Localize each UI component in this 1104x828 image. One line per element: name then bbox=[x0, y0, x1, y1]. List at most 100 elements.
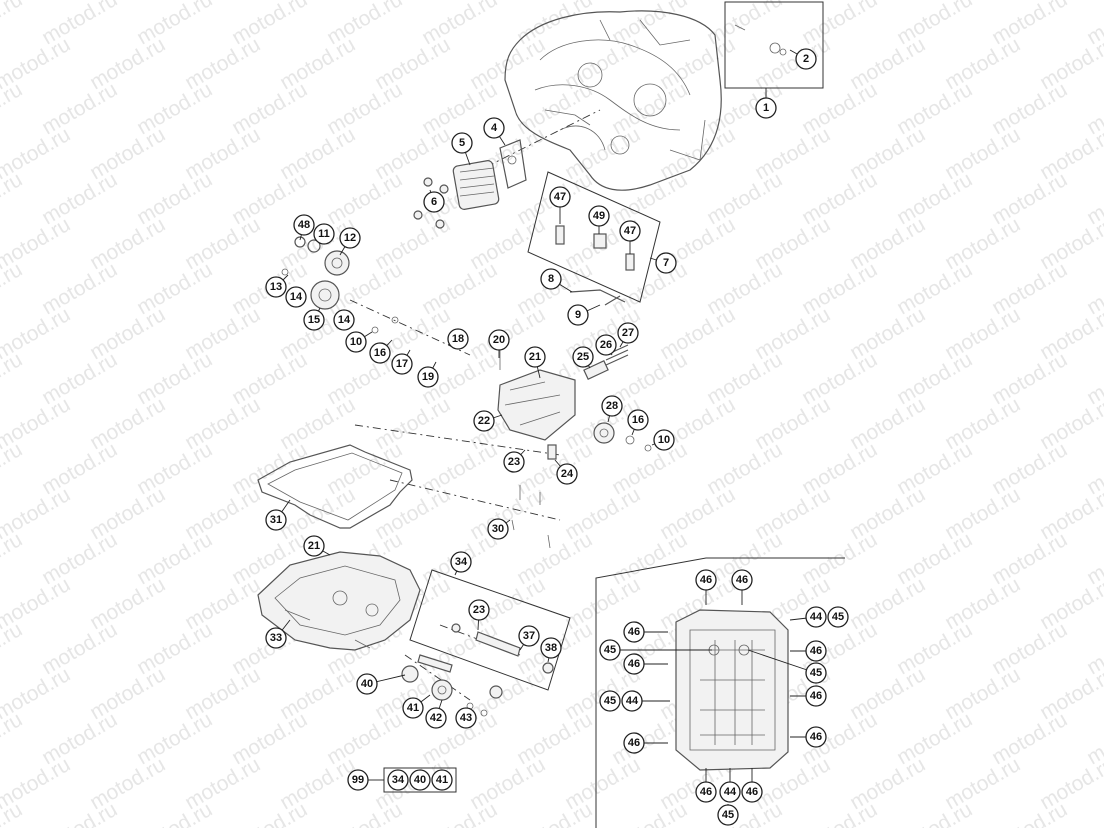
inset-box-part-34 bbox=[409, 569, 571, 691]
callout-label: 11 bbox=[318, 228, 330, 240]
oil-pan-gasket-drawing bbox=[257, 444, 413, 529]
watermark-text: motod.ru bbox=[0, 0, 26, 49]
callout-48: 48 bbox=[293, 214, 315, 236]
callout-circle bbox=[805, 685, 827, 707]
callout-label: 34 bbox=[392, 774, 405, 786]
callout-28: 28 bbox=[601, 395, 623, 417]
callout-11: 11 bbox=[313, 223, 335, 245]
watermark-text: motod.ru bbox=[0, 438, 26, 499]
callout-circle bbox=[653, 429, 675, 451]
callout-circle bbox=[473, 410, 495, 432]
callout-label: 38 bbox=[545, 642, 557, 654]
watermark-text: motod.ru bbox=[0, 168, 26, 229]
callout-45: 45 bbox=[599, 690, 621, 712]
callout-label: 47 bbox=[554, 191, 566, 203]
callout-label: 46 bbox=[810, 645, 822, 657]
callout-circle bbox=[655, 252, 677, 274]
watermark-text: motod.ru bbox=[988, 798, 1071, 828]
callout-label: 30 bbox=[492, 523, 504, 535]
callout-13: 13 bbox=[265, 276, 287, 298]
callout-1: 1 bbox=[755, 97, 777, 119]
watermark-text: motod.ru bbox=[0, 528, 26, 589]
callout-label: 19 bbox=[422, 371, 434, 383]
callout-label: 42 bbox=[430, 712, 442, 724]
callout-label: 20 bbox=[493, 334, 505, 346]
callout-21: 21 bbox=[303, 535, 325, 557]
callout-label: 44 bbox=[810, 611, 823, 623]
inset-box-part-7 bbox=[527, 171, 661, 303]
callout-16: 16 bbox=[369, 342, 391, 364]
callout-label: 46 bbox=[700, 574, 712, 586]
callout-label: 15 bbox=[308, 314, 320, 326]
callout-circle bbox=[345, 331, 367, 353]
callout-label: 23 bbox=[473, 604, 485, 616]
callout-circle bbox=[556, 463, 578, 485]
callout-circle bbox=[369, 342, 391, 364]
callout-label: 34 bbox=[455, 556, 468, 568]
callout-20: 20 bbox=[488, 329, 510, 351]
callout-circle bbox=[347, 769, 369, 791]
oil-pan-gasket-inner bbox=[267, 452, 403, 521]
watermark-text: motod.ru bbox=[703, 798, 786, 828]
callout-circle bbox=[741, 781, 763, 803]
callout-label: 46 bbox=[700, 786, 712, 798]
watermark-text: motod.ru bbox=[0, 708, 26, 769]
callout-label: 46 bbox=[628, 658, 640, 670]
callout-7: 7 bbox=[655, 252, 677, 274]
callout-circle bbox=[755, 97, 777, 119]
callout-46: 46 bbox=[623, 732, 645, 754]
callout-37: 37 bbox=[518, 625, 540, 647]
callout-circle bbox=[601, 395, 623, 417]
callout-circle bbox=[599, 690, 621, 712]
watermark-text: motod.ru bbox=[798, 798, 881, 828]
callout-circle bbox=[451, 132, 473, 154]
callout-label: 13 bbox=[270, 281, 282, 293]
callout-label: 45 bbox=[604, 644, 616, 656]
callout-circle bbox=[447, 328, 469, 350]
callout-circle bbox=[524, 346, 546, 368]
callout-circle bbox=[623, 621, 645, 643]
callout-circle bbox=[719, 781, 741, 803]
callout-22: 22 bbox=[473, 410, 495, 432]
callout-label: 46 bbox=[628, 737, 640, 749]
callout-circle bbox=[717, 804, 739, 826]
callout-45: 45 bbox=[599, 639, 621, 661]
callout-label: 12 bbox=[344, 232, 356, 244]
watermark-text: motod.ru bbox=[0, 618, 26, 679]
callout-circle bbox=[540, 268, 562, 290]
oil-cooler-drawing bbox=[413, 139, 527, 229]
callout-label: 45 bbox=[722, 809, 734, 821]
watermark-text: motod.ru bbox=[0, 258, 26, 319]
callout-12: 12 bbox=[339, 227, 361, 249]
callout-circle bbox=[339, 227, 361, 249]
callout-5: 5 bbox=[451, 132, 473, 154]
callout-circle bbox=[623, 653, 645, 675]
callout-circle bbox=[425, 707, 447, 729]
callout-circle bbox=[695, 569, 717, 591]
callout-circle bbox=[623, 732, 645, 754]
callout-label: 25 bbox=[577, 351, 589, 363]
callout-label: 23 bbox=[508, 456, 520, 468]
callout-18: 18 bbox=[447, 328, 469, 350]
callout-circle bbox=[599, 639, 621, 661]
callout-26: 26 bbox=[595, 334, 617, 356]
callout-34: 34 bbox=[387, 769, 409, 791]
callout-8: 8 bbox=[540, 268, 562, 290]
callout-46: 46 bbox=[805, 640, 827, 662]
callout-circle bbox=[285, 286, 307, 308]
callout-label: 49 bbox=[593, 210, 605, 222]
pressure-switch-drawing bbox=[555, 225, 635, 271]
callout-circle bbox=[487, 518, 509, 540]
watermark-text: motod.ru bbox=[608, 798, 691, 828]
callout-label: 22 bbox=[478, 415, 490, 427]
callout-circle bbox=[805, 640, 827, 662]
callout-label: 47 bbox=[624, 225, 636, 237]
callout-label: 21 bbox=[308, 540, 320, 552]
callout-label: 41 bbox=[436, 774, 448, 786]
callout-43: 43 bbox=[455, 707, 477, 729]
watermark-text: motod.ru bbox=[893, 798, 976, 828]
callout-circle bbox=[293, 214, 315, 236]
callout-45: 45 bbox=[827, 606, 849, 628]
callout-46: 46 bbox=[805, 685, 827, 707]
